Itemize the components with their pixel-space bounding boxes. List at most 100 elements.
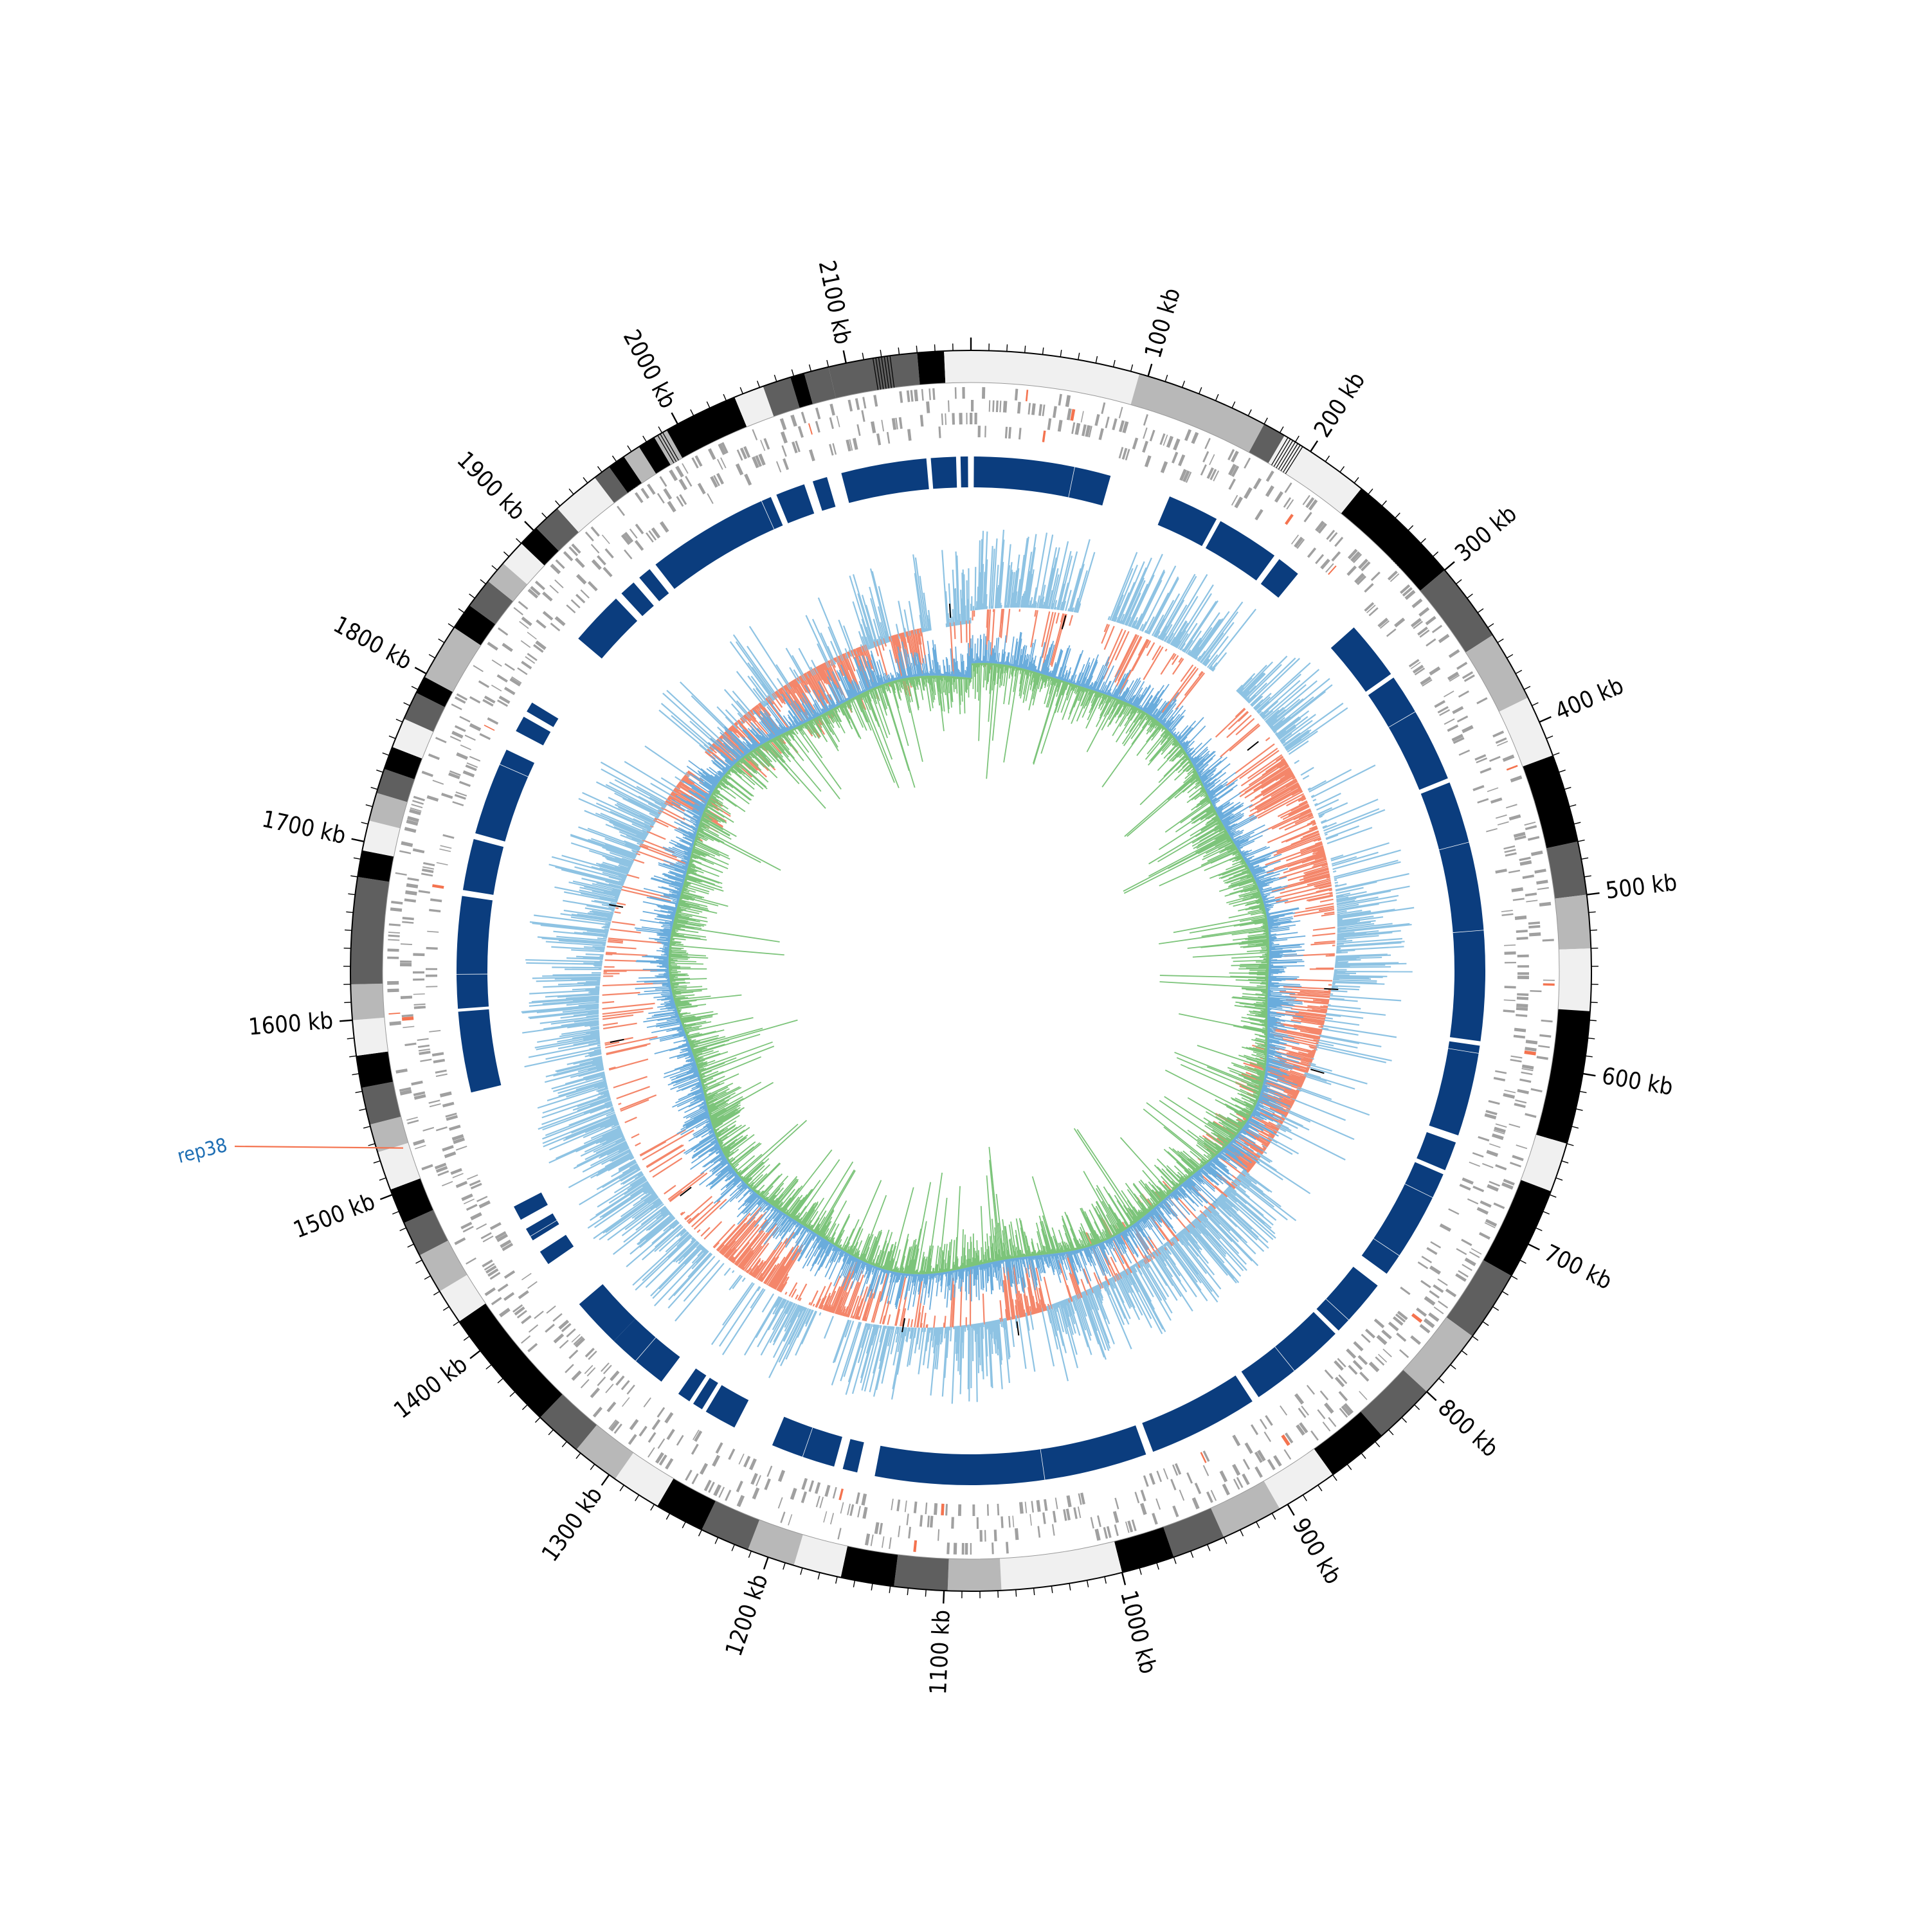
- minor-tick: [464, 1336, 469, 1340]
- gene-feature: [1037, 1526, 1040, 1538]
- minor-tick: [1389, 1430, 1393, 1435]
- negative-bar: [1006, 609, 1010, 643]
- gene-feature: [1339, 1391, 1348, 1402]
- gene-feature: [1418, 1261, 1429, 1269]
- gene-feature: [430, 898, 442, 902]
- gene-feature: [707, 493, 713, 504]
- gene-feature: [1504, 849, 1516, 853]
- minor-tick: [1354, 478, 1359, 483]
- minor-tick: [1556, 1178, 1562, 1180]
- gene-feature: [927, 1515, 930, 1527]
- major-tick: [470, 1351, 480, 1359]
- gene-feature: [459, 716, 470, 723]
- gene-feature: [1119, 407, 1123, 419]
- negative-bar: [642, 1130, 694, 1160]
- gene-feature: [1517, 972, 1529, 975]
- gene-feature: [889, 1537, 892, 1549]
- positive-bar: [953, 609, 954, 626]
- gene-feature: [896, 1499, 900, 1511]
- gene-feature: [899, 417, 903, 429]
- minor-tick: [643, 436, 647, 442]
- gene-feature: [1191, 432, 1199, 444]
- major-tick: [1427, 1392, 1436, 1401]
- gene-feature: [390, 1021, 401, 1025]
- gene-feature: [1294, 1393, 1304, 1404]
- gene-feature: [499, 1308, 511, 1317]
- gene-feature: [1538, 1045, 1550, 1048]
- negative-bar: [627, 874, 639, 878]
- positive-bar: [1305, 1074, 1355, 1089]
- gene-feature: [1173, 438, 1180, 451]
- minor-tick: [1402, 1418, 1407, 1423]
- minor-tick: [715, 1537, 718, 1544]
- gene-feature: [413, 953, 424, 956]
- gene-feature: [1031, 403, 1036, 415]
- gene-feature: [1457, 716, 1468, 723]
- minor-tick: [1567, 1144, 1574, 1146]
- negative-bar: [633, 860, 644, 863]
- gene-feature: [660, 521, 669, 533]
- gene-feature: [1438, 706, 1449, 713]
- gene-feature: [899, 391, 903, 402]
- track-mark: [1017, 1321, 1019, 1335]
- gene-feature: [1245, 1442, 1253, 1454]
- negative-bar: [813, 1304, 815, 1306]
- gene-feature: [1283, 497, 1291, 507]
- gene-feature: [635, 492, 644, 503]
- gene-feature: [395, 1069, 408, 1074]
- gene-feature: [984, 1530, 986, 1542]
- minor-tick: [590, 1464, 595, 1470]
- gene-feature: [1353, 1341, 1363, 1351]
- gene-feature: [962, 1543, 964, 1555]
- minor-tick: [576, 1453, 581, 1459]
- minor-tick: [416, 1260, 422, 1263]
- gene-feature: [566, 1328, 575, 1337]
- gene-feature: [664, 1412, 673, 1423]
- gene-feature: [413, 971, 424, 973]
- inner-bar-b: [1229, 910, 1265, 918]
- minor-tick: [1574, 822, 1581, 824]
- gene-feature: [1456, 662, 1467, 670]
- gene-feature: [437, 862, 448, 865]
- gene-feature: [1298, 1407, 1307, 1418]
- gene-feature: [798, 426, 804, 438]
- gene-feature: [1503, 755, 1515, 762]
- gene-feature: [1253, 478, 1262, 489]
- synteny-block: [1316, 1267, 1377, 1330]
- minor-tick: [1588, 1038, 1595, 1039]
- gene-feature: [659, 476, 667, 487]
- minor-tick: [368, 1144, 376, 1146]
- gene-feature: [442, 834, 454, 838]
- gene-feature: [970, 413, 972, 424]
- inner-bar-b: [1087, 698, 1115, 752]
- minor-tick: [344, 1002, 351, 1003]
- minor-tick: [1395, 513, 1400, 518]
- positive-bar: [1294, 761, 1299, 764]
- major-tick: [1148, 364, 1152, 376]
- negative-bar: [617, 903, 626, 905]
- gene-feature: [1528, 921, 1540, 925]
- gene-feature: [1065, 395, 1071, 407]
- minor-tick: [1157, 1563, 1159, 1569]
- gene-feature: [1008, 427, 1011, 438]
- gene-feature: [1273, 1455, 1282, 1467]
- inner-bar-b: [1179, 774, 1198, 791]
- gene-feature: [607, 1402, 617, 1413]
- gene-feature: [389, 923, 401, 926]
- gene-feature: [847, 400, 853, 411]
- gene-feature: [1232, 1434, 1240, 1446]
- gene-feature: [1419, 1324, 1430, 1333]
- gene-feature: [1426, 616, 1436, 625]
- gene-feature: [691, 1443, 699, 1454]
- inner-bar-b: [979, 663, 980, 701]
- gene-feature: [907, 390, 910, 402]
- gene-feature: [959, 413, 962, 424]
- gene-feature: [1543, 983, 1555, 986]
- minor-tick: [853, 1580, 855, 1587]
- gene-feature: [444, 1151, 457, 1159]
- gene-feature: [910, 390, 914, 402]
- gene-feature: [1053, 406, 1057, 418]
- gene-feature: [487, 718, 499, 725]
- positive-bar: [1309, 781, 1327, 790]
- gene-feature: [1467, 1198, 1478, 1205]
